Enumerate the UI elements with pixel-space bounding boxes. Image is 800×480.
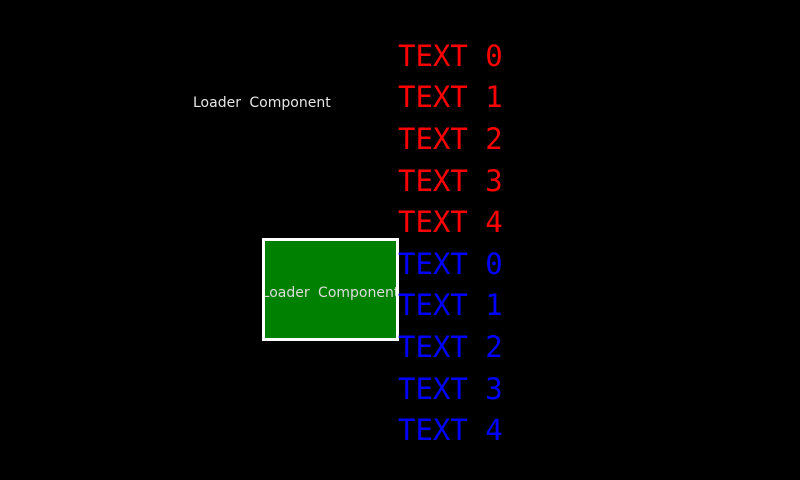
loader-component-box: Loader Component (262, 238, 399, 341)
text-label: TEXT 1 (398, 80, 503, 115)
text-list: TEXT 0 TEXT 1 TEXT 2 TEXT 3 TEXT 4 TEXT 0 TEXT… (398, 35, 503, 451)
text-label: TEXT 3 (398, 163, 503, 198)
text-label: TEXT 4 (398, 205, 503, 240)
text-label: TEXT 2 (398, 329, 503, 364)
text-label: TEXT 2 (398, 121, 503, 156)
text-label: TEXT 1 (398, 288, 503, 323)
loader-component-box-label: Loader Component (262, 284, 399, 301)
text-label: TEXT 0 (398, 246, 503, 281)
text-label: TEXT 0 (398, 38, 503, 73)
text-label: TEXT 4 (398, 413, 503, 448)
loader-component-label: Loader Component (193, 95, 331, 111)
text-label: TEXT 3 (398, 371, 503, 406)
